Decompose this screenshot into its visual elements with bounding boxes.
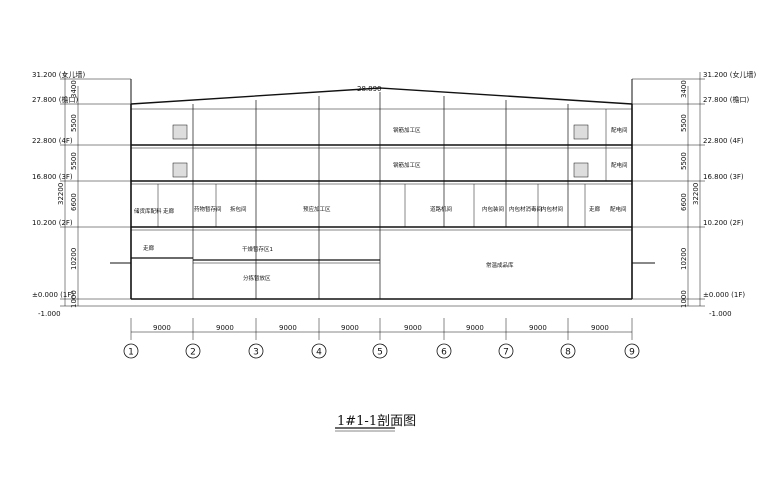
bay-dim: 9000 — [279, 324, 297, 332]
level-right: ±0.000 (1F) — [703, 291, 745, 299]
room-label: 走廊 — [143, 244, 155, 252]
vdim-right: 1000 — [680, 290, 688, 308]
axis-bubble: 3 — [248, 343, 264, 359]
bay-dim: 9000 — [466, 324, 484, 332]
axis-number: 3 — [253, 348, 259, 358]
room-label: 钢筋加工区 — [393, 126, 421, 134]
room-label: 走廊 — [163, 207, 175, 215]
room-label: 配电间 — [611, 126, 628, 134]
vdim-right: 3400 — [680, 80, 688, 98]
room-label: 拆包间 — [230, 205, 247, 213]
vdim-left: 6600 — [70, 193, 78, 211]
bay-dim: 9000 — [591, 324, 609, 332]
room-label: 道路机间 — [430, 205, 452, 213]
axis-number: 1 — [128, 348, 134, 358]
level-left: 31.200 (女儿墙) — [32, 70, 85, 79]
vdim-left: 5500 — [70, 114, 78, 132]
level-right: 22.800 (4F) — [703, 137, 744, 145]
vdim-left: 1000 — [70, 290, 78, 308]
building-structure — [60, 72, 705, 432]
level-right: 31.200 (女儿墙) — [703, 70, 756, 79]
vdim-right: 10200 — [680, 248, 688, 270]
drawing-title: 1#1-1剖面图 — [337, 414, 416, 429]
level-right: -1.000 — [709, 310, 732, 318]
room-label: 走廊 — [589, 205, 601, 213]
axis-bubble: 7 — [498, 343, 514, 359]
room-label: 内包装间 — [482, 205, 504, 213]
vdim-left: 10200 — [70, 248, 78, 270]
axis-bubble: 1 — [123, 343, 139, 359]
bay-dim: 9000 — [404, 324, 422, 332]
level-left: 27.800 (檐口) — [32, 95, 78, 104]
axis-bubble: 5 — [372, 343, 388, 359]
room-label: 内包材消毒间 — [509, 205, 542, 213]
room-label: 配电间 — [611, 161, 628, 169]
axis-number: 9 — [629, 348, 635, 358]
room-label: 分拣暂放区 — [243, 274, 271, 282]
bay-dim: 9000 — [153, 324, 171, 332]
room-label: 常温成品库 — [486, 261, 514, 269]
axis-number: 4 — [316, 348, 322, 358]
level-left: 22.800 (4F) — [32, 137, 73, 145]
vdim-left: 3400 — [70, 80, 78, 98]
axis-bubble: 4 — [311, 343, 327, 359]
axis-number: 8 — [565, 348, 571, 358]
vdim-right: 5500 — [680, 114, 688, 132]
room-label: 配电间 — [610, 205, 627, 213]
room-label: 干燥暂存区1 — [242, 245, 273, 253]
room-label: 药物暂存间 — [194, 205, 222, 213]
drawing-labels: 28.890 31.200 (女儿墙) 27.800 (檐口) 22.800 (… — [32, 70, 756, 429]
bay-dim: 9000 — [529, 324, 547, 332]
room-label: 储货库配料 — [134, 207, 162, 215]
room-label: 预应加工区 — [303, 205, 331, 213]
axis-bubble: 8 — [560, 343, 576, 359]
total-dim-right: 32200 — [692, 183, 700, 205]
axis-bubble: 2 — [185, 343, 201, 359]
level-left: 10.200 (2F) — [32, 219, 73, 227]
level-right: 10.200 (2F) — [703, 219, 744, 227]
vdim-left: 5500 — [70, 152, 78, 170]
level-right: 27.800 (檐口) — [703, 95, 749, 104]
level-left: 16.800 (3F) — [32, 173, 73, 181]
level-left: ±0.000 (1F) — [32, 291, 74, 299]
axis-number: 5 — [377, 348, 383, 358]
total-dim-left: 32200 — [57, 183, 65, 205]
bay-dim: 9000 — [216, 324, 234, 332]
axis-number: 2 — [190, 348, 196, 358]
room-label: 钢筋加工区 — [393, 161, 421, 169]
axis-number: 7 — [503, 348, 509, 358]
axis-bubble: 9 — [624, 343, 640, 359]
vdim-right: 6600 — [680, 193, 688, 211]
axis-number: 6 — [441, 348, 447, 358]
room-label: 内包材间 — [541, 205, 563, 213]
vdim-right: 5500 — [680, 152, 688, 170]
axis-bubbles: 1 2 3 4 5 6 7 8 9 — [123, 343, 640, 359]
axis-bubble: 6 — [436, 343, 452, 359]
level-right: 16.800 (3F) — [703, 173, 744, 181]
bay-dim: 9000 — [341, 324, 359, 332]
level-left: -1.000 — [38, 310, 61, 318]
ridge-label: 28.890 — [357, 85, 382, 93]
